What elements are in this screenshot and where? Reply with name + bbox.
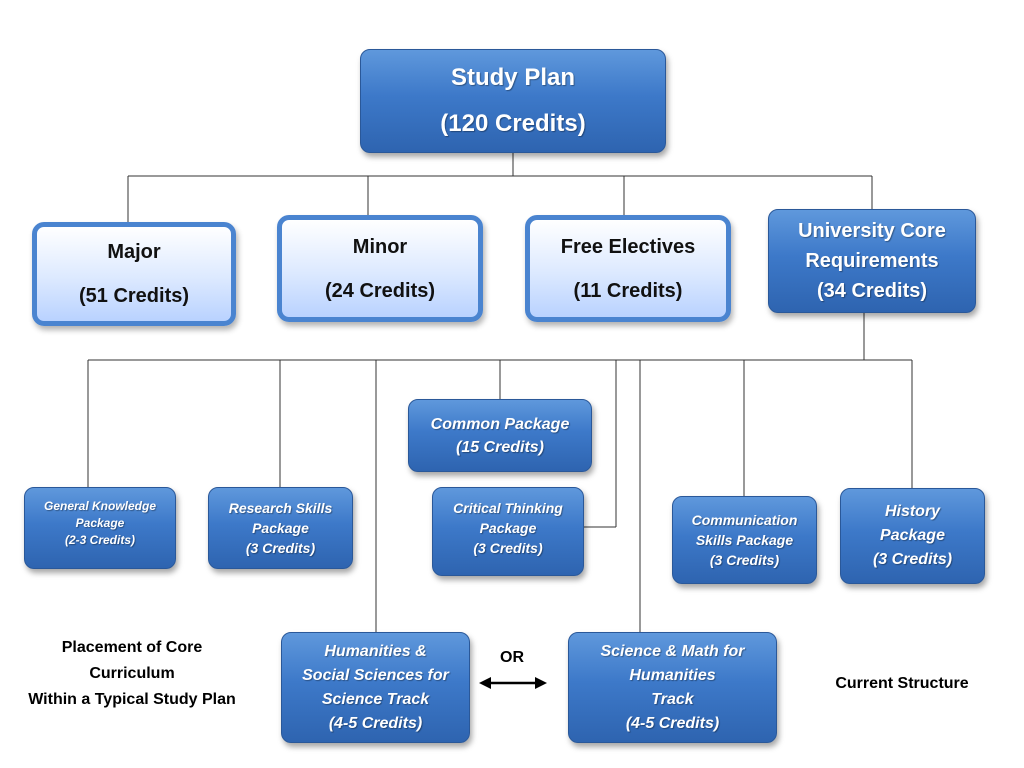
study-plan-title: Study Plan: [450, 64, 576, 91]
humanities-track-credits: (4-5 Credits): [328, 714, 423, 732]
humanities-track-line1: Humanities &: [324, 642, 427, 660]
major-credits: (51 Credits): [78, 285, 190, 307]
general-knowledge-credits: (2-3 Credits): [64, 533, 135, 547]
critical-thinking-line1: Critical Thinking: [453, 500, 563, 516]
caption-left-line1: Placement of Core: [61, 639, 203, 656]
critical-thinking-line2: Package: [479, 520, 537, 536]
or-label: OR: [500, 649, 524, 666]
common-package-box: Common Package (15 Credits): [408, 399, 592, 472]
science-track-credits: (4-5 Credits): [625, 714, 720, 732]
communication-skills-line1: Communication: [691, 512, 798, 528]
common-package-credits: (15 Credits): [455, 438, 545, 456]
general-knowledge-box: General Knowledge Package (2-3 Credits): [24, 487, 176, 569]
free-electives-box: Free Electives (11 Credits): [525, 215, 731, 322]
history-package-line2: Package: [880, 527, 945, 544]
double-arrow-icon: [479, 677, 547, 689]
university-core-line1: University Core: [798, 220, 946, 242]
major-title: Major: [107, 241, 161, 263]
university-core-box: University Core Requirements (34 Credits…: [768, 209, 976, 313]
common-package-title: Common Package: [430, 415, 570, 433]
humanities-track-line3: Science Track: [321, 690, 430, 708]
history-package-line1: History: [884, 503, 941, 520]
university-core-credits: (34 Credits): [816, 280, 928, 302]
minor-title: Minor: [352, 235, 408, 258]
minor-credits: (24 Credits): [324, 279, 436, 302]
free-electives-credits: (11 Credits): [573, 279, 683, 302]
major-box: Major (51 Credits): [32, 222, 236, 326]
study-plan-credits: (120 Credits): [440, 110, 586, 137]
science-track-line2: Humanities: [629, 666, 716, 684]
caption-left-line3: Within a Typical Study Plan: [28, 691, 236, 708]
history-package-box: History Package (3 Credits): [840, 488, 985, 584]
humanities-track-box: Humanities & Social Sciences for Science…: [281, 632, 470, 743]
general-knowledge-line2: Package: [75, 516, 125, 530]
communication-skills-credits: (3 Credits): [709, 552, 780, 568]
communication-skills-box: Communication Skills Package (3 Credits): [672, 496, 817, 584]
communication-skills-line2: Skills Package: [695, 532, 794, 548]
research-skills-line1: Research Skills: [228, 500, 333, 516]
science-track-line1: Science & Math for: [600, 642, 745, 660]
university-core-line2: Requirements: [805, 250, 939, 272]
science-track-line3: Track: [651, 690, 694, 708]
research-skills-credits: (3 Credits): [245, 540, 316, 556]
caption-left-line2: Curriculum: [89, 665, 175, 682]
history-package-credits: (3 Credits): [872, 551, 953, 568]
research-skills-line2: Package: [252, 520, 309, 536]
research-skills-box: Research Skills Package (3 Credits): [208, 487, 353, 569]
free-electives-title: Free Electives: [560, 235, 696, 258]
study-plan-box: Study Plan (120 Credits): [360, 49, 666, 153]
caption-right: Current Structure: [835, 675, 969, 692]
general-knowledge-line1: General Knowledge: [43, 499, 157, 513]
humanities-track-line2: Social Sciences for: [302, 666, 449, 684]
minor-box: Minor (24 Credits): [277, 215, 483, 322]
critical-thinking-box: Critical Thinking Package (3 Credits): [432, 487, 584, 576]
science-track-box: Science & Math for Humanities Track (4-5…: [568, 632, 777, 743]
critical-thinking-credits: (3 Credits): [473, 540, 543, 556]
caption-left: Placement of Core Curriculum Within a Ty…: [10, 635, 254, 713]
